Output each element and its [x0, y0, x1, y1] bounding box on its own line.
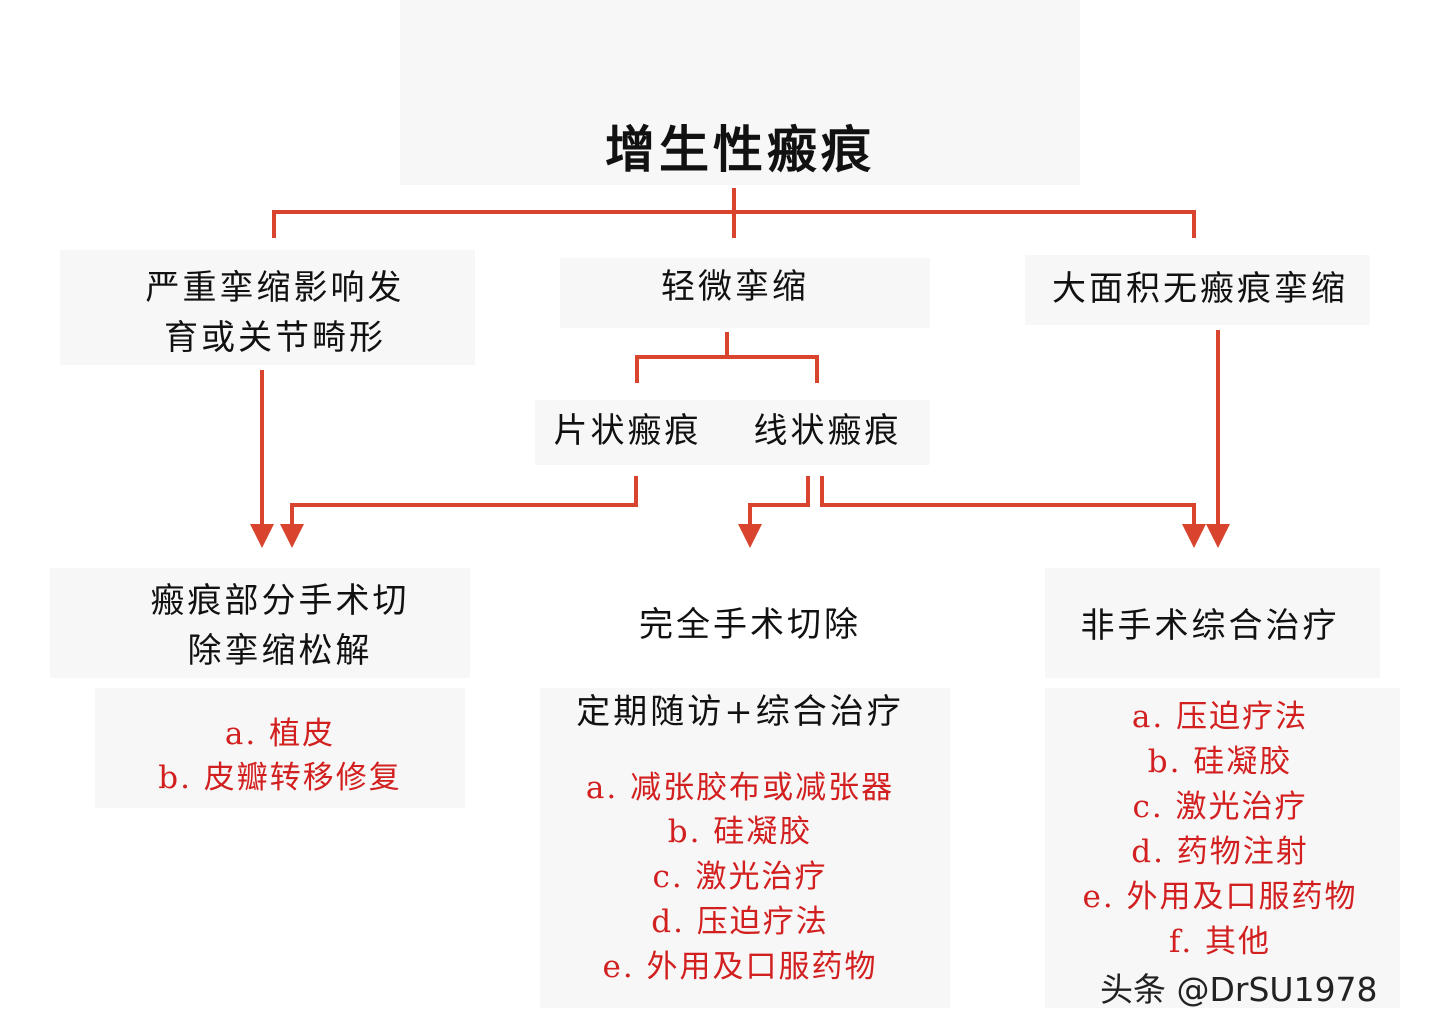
list-item: f. 其他	[1168, 924, 1272, 960]
patch-arrow-shaft	[290, 476, 638, 526]
subtype-panel	[535, 400, 930, 465]
list-item: e. 外用及口服药物	[1082, 879, 1358, 915]
nonsurgical-treatment: 非手术综合治疗	[1080, 606, 1340, 646]
complete-excision: 完全手术切除	[639, 605, 861, 645]
patch-arrowhead	[280, 524, 304, 548]
large-panel	[1025, 255, 1370, 325]
list-item: b. 皮瓣转移修复	[158, 760, 402, 796]
partial-excision-line1: 瘢痕部分手术切	[150, 581, 410, 621]
list-item: e. 外用及口服药物	[602, 949, 878, 985]
list-item: b. 硅凝胶	[1147, 744, 1293, 780]
severe-contracture-line1: 严重挛缩影响发	[145, 268, 405, 308]
patch-scar: 片状瘢痕	[553, 411, 702, 451]
list-item: b. 硅凝胶	[667, 814, 813, 850]
list-item: c. 激光治疗	[1132, 789, 1308, 825]
large-no-contracture: 大面积无瘢痕挛缩	[1052, 269, 1348, 309]
severe-arrowhead	[250, 524, 274, 548]
mild-panel	[560, 258, 930, 328]
linear-left-arrowhead	[738, 524, 762, 548]
list-item: c. 激光治疗	[652, 859, 828, 895]
complete-followup: 定期随访+综合治疗	[576, 692, 904, 732]
severe-panel	[60, 250, 475, 365]
severe-contracture-line2: 育或关节畸形	[164, 318, 386, 358]
linear-right-arrow-shaft	[820, 476, 1196, 526]
linear-right-arrowhead	[1182, 524, 1206, 548]
title-panel	[400, 0, 1080, 185]
linear-left-arrow-shaft	[748, 476, 810, 526]
list-item: d. 压迫疗法	[651, 904, 829, 940]
partial-items-panel	[95, 688, 465, 808]
diagram-title: 增生性瘢痕	[605, 120, 875, 179]
mild-contracture: 轻微挛缩	[661, 267, 809, 307]
list-item: a. 压迫疗法	[1131, 699, 1309, 735]
complete-panel	[540, 688, 950, 1008]
nonsurgical-panel	[1045, 568, 1380, 678]
watermark: 头条 @DrSU1978	[1100, 970, 1378, 1009]
list-item: d. 药物注射	[1131, 834, 1309, 870]
partial-panel	[50, 568, 470, 678]
list-item: a. 减张胶布或减张器	[585, 770, 895, 806]
nonsurgical-items-panel	[1045, 688, 1400, 1008]
list-item: a. 植皮	[224, 716, 336, 752]
large-arrowhead	[1206, 524, 1230, 548]
linear-scar: 线状瘢痕	[753, 411, 902, 451]
partial-excision-line2: 除挛缩松解	[187, 631, 373, 671]
